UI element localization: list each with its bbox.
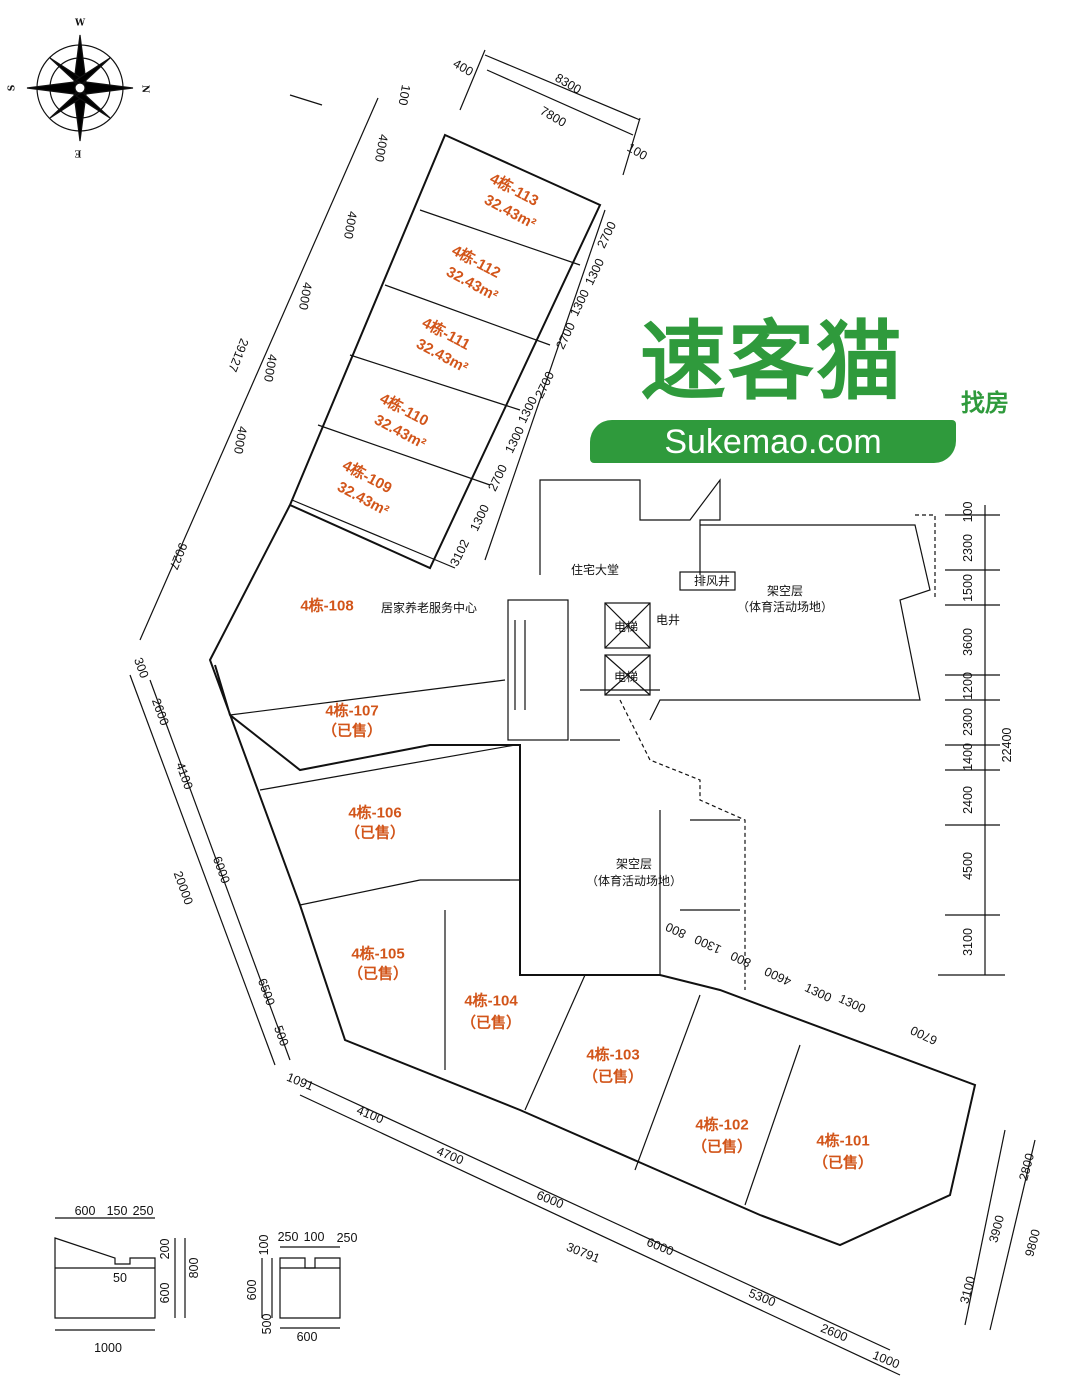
detail-dimension: 500 xyxy=(259,1313,274,1335)
unit-105-label: 4栋-105 xyxy=(351,945,405,963)
unit-104-label: 4栋-104 xyxy=(464,992,518,1010)
dimension-label: 3600 xyxy=(960,628,975,656)
unit-106-status: （已售） xyxy=(344,824,406,842)
open-floor-1-sub: （体育活动场地） xyxy=(736,600,834,614)
compass-west-label: W xyxy=(74,18,86,29)
unit-104-status: （已售） xyxy=(460,1014,522,1032)
unit-107-label: 4栋-107 xyxy=(325,702,379,720)
dimension-label: 100 xyxy=(960,501,975,523)
open-floor-2-sub: （体育活动场地） xyxy=(585,874,683,888)
detail-dimension: 150 xyxy=(106,1203,128,1218)
detail-dimension: 250 xyxy=(336,1230,358,1245)
dimension-label: 1200 xyxy=(960,672,975,700)
exhaust-shaft-label: 排风井 xyxy=(693,574,731,588)
unit-108-use: 居家养老服务中心 xyxy=(380,601,478,615)
open-floor-1-label: 架空层 xyxy=(766,584,804,598)
unit-101-label: 4栋-101 xyxy=(816,1132,870,1150)
compass-rose-icon xyxy=(26,34,134,142)
dimension-label: 2300 xyxy=(960,534,975,562)
elevator-1-label: 电梯 xyxy=(613,620,639,634)
dimension-label: 1500 xyxy=(960,574,975,602)
dimension-label: 2300 xyxy=(960,708,975,736)
detail-drawing-2 xyxy=(261,1246,341,1329)
unit-103-label: 4栋-103 xyxy=(586,1046,640,1064)
detail-dimension: 600 xyxy=(74,1203,96,1218)
detail-dimension: 100 xyxy=(303,1229,325,1244)
detail-dimension: 600 xyxy=(296,1329,318,1344)
electrical-shaft-label: 电井 xyxy=(655,613,681,627)
dimension-label: 3100 xyxy=(960,928,975,956)
detail-dimension: 800 xyxy=(186,1257,201,1279)
dimension-label: 2400 xyxy=(960,786,975,814)
detail-drawing-1 xyxy=(54,1217,186,1331)
unit-106-label: 4栋-106 xyxy=(348,804,402,822)
logo-url: Sukemao.com xyxy=(664,423,882,461)
unit-102-label: 4栋-102 xyxy=(695,1116,749,1134)
detail-dimension: 200 xyxy=(157,1238,172,1260)
compass-north-label: N xyxy=(139,84,150,94)
open-floor-2-label: 架空层 xyxy=(615,857,653,871)
dimension-label: 22400 xyxy=(999,727,1014,763)
detail-dimension: 600 xyxy=(244,1279,259,1301)
detail-dimension: 100 xyxy=(256,1234,271,1256)
unit-103-status: （已售） xyxy=(582,1068,644,1086)
detail-dimension: 50 xyxy=(113,1270,127,1285)
elevator-2-label: 电梯 xyxy=(613,670,639,684)
unit-108-label: 4栋-108 xyxy=(300,597,354,615)
unit-107-status: （已售） xyxy=(321,722,383,740)
dimension-label: 1400 xyxy=(960,743,975,771)
unit-102-status: （已售） xyxy=(691,1138,753,1156)
logo-banner xyxy=(590,420,956,463)
compass-south-label: S xyxy=(7,84,18,92)
dimension-label: 4500 xyxy=(960,852,975,880)
unit-101-status: （已售） xyxy=(812,1154,874,1172)
detail-dimension: 600 xyxy=(157,1282,172,1304)
logo-name: 速客猫 xyxy=(640,312,904,412)
logo-tag: 找房 xyxy=(961,390,1009,417)
unit-105-status: （已售） xyxy=(347,965,409,983)
detail-dimension: 250 xyxy=(277,1229,299,1244)
detail-dimension: 1000 xyxy=(94,1340,122,1355)
residential-lobby-label: 住宅大堂 xyxy=(570,563,620,577)
dimension-label: 100 xyxy=(395,83,413,107)
compass-east-label: E xyxy=(74,147,82,158)
detail-dimension: 250 xyxy=(132,1203,154,1218)
